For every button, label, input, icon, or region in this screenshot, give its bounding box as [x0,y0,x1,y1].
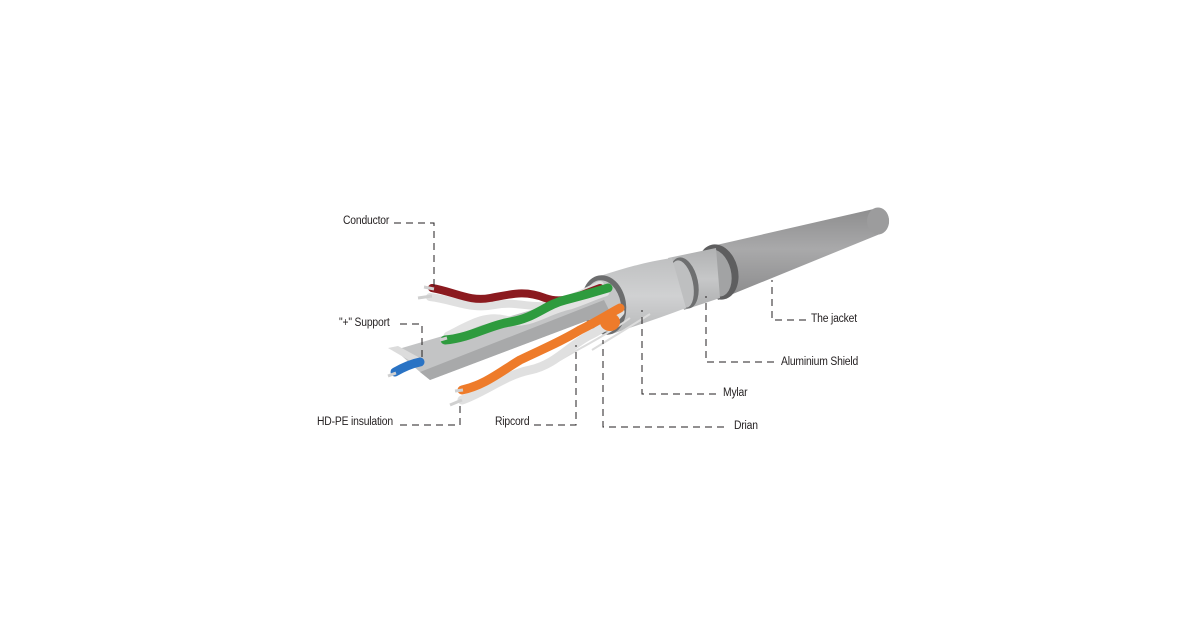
label-jacket: The jacket [811,313,857,325]
jacket [697,207,890,300]
leader-jacket [771,280,806,321]
leader-drain [602,340,724,428]
orange-pair [449,303,625,407]
leader-ripcord [534,345,577,426]
label-support: "+" Support [339,317,390,329]
leader-shield [705,296,774,363]
label-conductor: Conductor [343,215,390,227]
label-hdpe-insulation: HD-PE insulation [317,416,393,428]
leader-conductor [394,222,435,290]
blue-pair [387,357,425,378]
label-ripcord: Ripcord [495,416,530,428]
leader-lines [394,222,806,428]
label-aluminium-shield: Aluminium Shield [781,356,859,368]
green-pair [439,283,613,345]
leader-mylar [641,310,716,395]
label-drain: Drian [734,420,758,432]
leader-hdpe [400,406,461,426]
label-mylar: Mylar [723,387,748,399]
